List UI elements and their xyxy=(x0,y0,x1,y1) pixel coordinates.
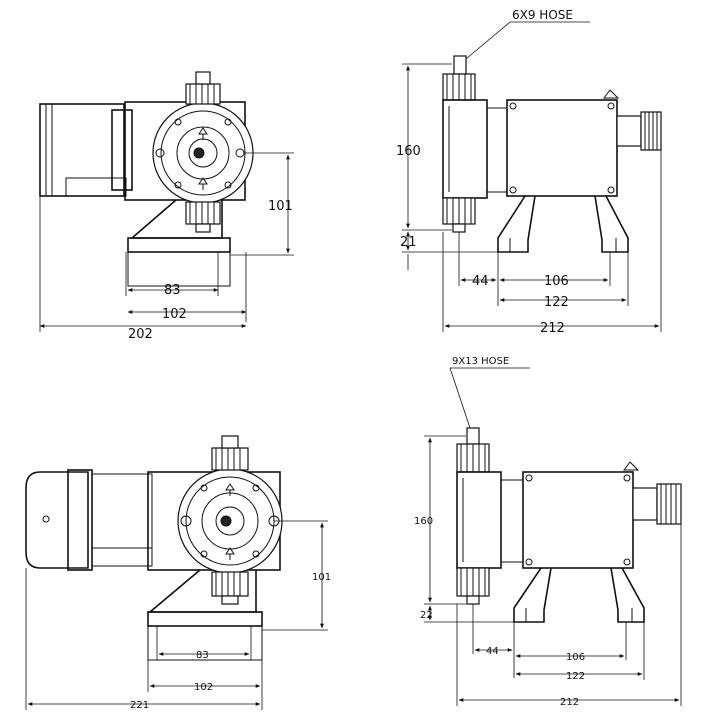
inlet-valve xyxy=(185,201,221,225)
dim-width-83-b: 83 xyxy=(196,650,209,661)
pump-head-side xyxy=(442,99,488,199)
dim-height-160-b: 160 xyxy=(414,516,433,527)
side-view-bottom: 9X13 HOSE xyxy=(414,356,682,708)
pump-head-side-2 xyxy=(456,471,502,569)
dim-overall-202: 202 xyxy=(128,327,153,342)
dim-offset-44: 44 xyxy=(472,274,489,289)
stroke-knob xyxy=(640,111,662,151)
front-view-top: 101 83 102 202 xyxy=(39,71,294,342)
front-view-bottom: 101 83 102 221 xyxy=(25,435,331,711)
dim-offset-44-b: 44 xyxy=(486,646,499,657)
control-box-2 xyxy=(522,471,634,569)
dim-width-102: 102 xyxy=(162,307,187,322)
dim-width-122: 122 xyxy=(544,295,569,310)
hose-label-6x9: 6X9 HOSE xyxy=(512,8,573,22)
dim-width-106: 106 xyxy=(544,274,569,289)
pump-shaft-center xyxy=(193,147,205,159)
dim-base-21: 21 xyxy=(400,235,417,250)
outlet-valve xyxy=(185,83,221,105)
dim-overall-221: 221 xyxy=(130,700,149,711)
motor-housing-2 xyxy=(25,471,89,569)
dim-width-106-b: 106 xyxy=(566,652,585,663)
dim-height-101-b: 101 xyxy=(312,572,331,583)
dim-overall-212-b: 212 xyxy=(560,697,579,708)
control-box xyxy=(506,99,618,197)
dim-width-102-b: 102 xyxy=(194,682,213,693)
outlet-valve-2 xyxy=(211,447,249,471)
inlet-valve-2 xyxy=(211,571,249,597)
side-view-top: 6X9 HOSE xyxy=(396,8,662,336)
dim-height-101: 101 xyxy=(268,199,293,214)
pump-shaft-center-2 xyxy=(220,515,232,527)
dim-base-22: 22 xyxy=(420,610,433,621)
dim-overall-212: 212 xyxy=(540,321,565,336)
dim-height-160: 160 xyxy=(396,144,421,159)
dim-width-122-b: 122 xyxy=(566,671,585,682)
hose-label-9x13: 9X13 HOSE xyxy=(452,356,509,367)
dim-width-83: 83 xyxy=(164,283,181,298)
